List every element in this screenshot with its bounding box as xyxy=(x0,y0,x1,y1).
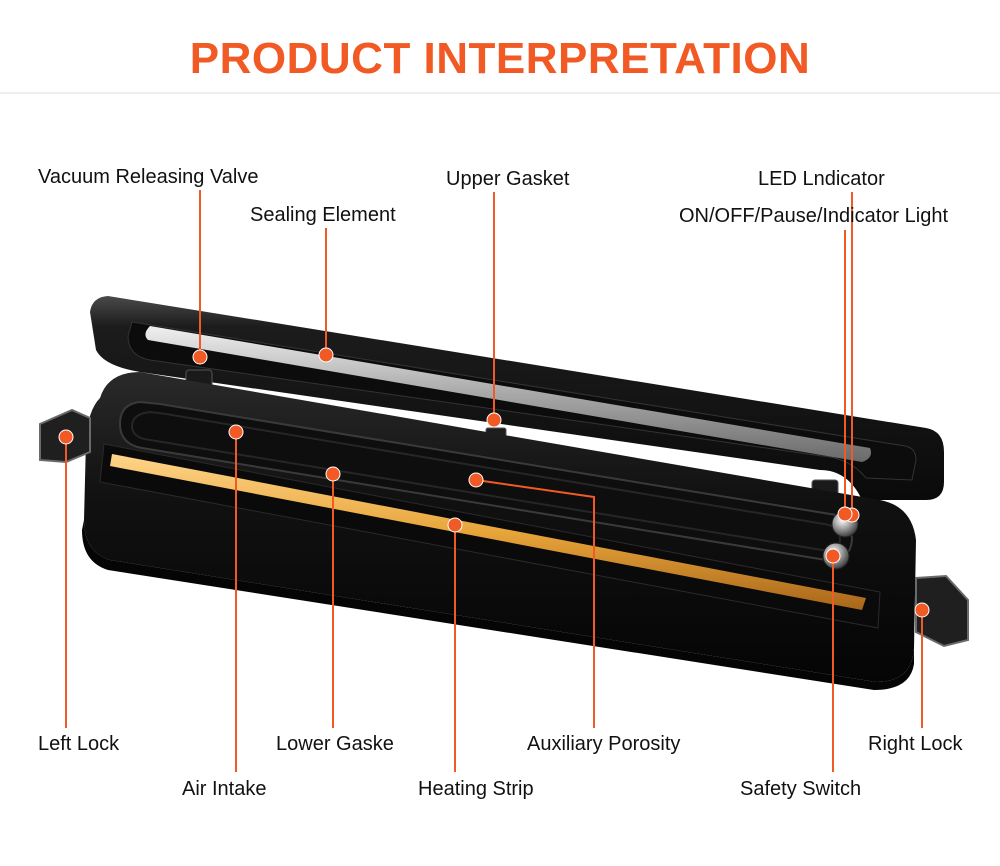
label-air-intake: Air Intake xyxy=(182,778,267,800)
label-on-off-pause: ON/OFF/Pause/Indicator Light xyxy=(679,205,949,227)
label-lower-gasket: Lower Gaske xyxy=(276,733,394,755)
label-left-lock: Left Lock xyxy=(38,733,120,755)
callout-line-auxiliary-porosity xyxy=(475,479,595,728)
header-divider xyxy=(0,92,1000,94)
label-led-indicator: LED Lndicator xyxy=(758,168,885,190)
callout-dot-air-intake xyxy=(228,424,244,440)
callout-dot-right-lock xyxy=(914,602,930,618)
page-title: PRODUCT INTERPRETATION xyxy=(189,34,811,83)
callout-dot-auxiliary-porosity xyxy=(468,472,484,488)
callout-dot-sealing-element xyxy=(318,347,334,363)
label-auxiliary-porosity: Auxiliary Porosity xyxy=(527,733,681,755)
label-heating-strip: Heating Strip xyxy=(418,778,534,800)
heating-strip-bar xyxy=(110,454,866,610)
callout-dot-on-off-pause xyxy=(837,506,853,522)
label-upper-gasket: Upper Gasket xyxy=(446,168,570,190)
label-safety-switch: Safety Switch xyxy=(740,778,862,800)
callout-dot-upper-gasket xyxy=(486,412,502,428)
callout-dot-vacuum-releasing-valve xyxy=(192,349,208,365)
callout-dot-left-lock xyxy=(58,429,74,445)
right-lock-clip xyxy=(915,574,969,648)
label-right-lock: Right Lock xyxy=(868,733,963,755)
label-sealing-element: Sealing Element xyxy=(250,204,396,226)
label-vacuum-releasing-valve: Vacuum Releasing Valve xyxy=(38,166,259,188)
callout-dot-lower-gasket xyxy=(325,466,341,482)
callout-dot-heating-strip xyxy=(447,517,463,533)
callout-dot-safety-switch xyxy=(825,548,841,564)
